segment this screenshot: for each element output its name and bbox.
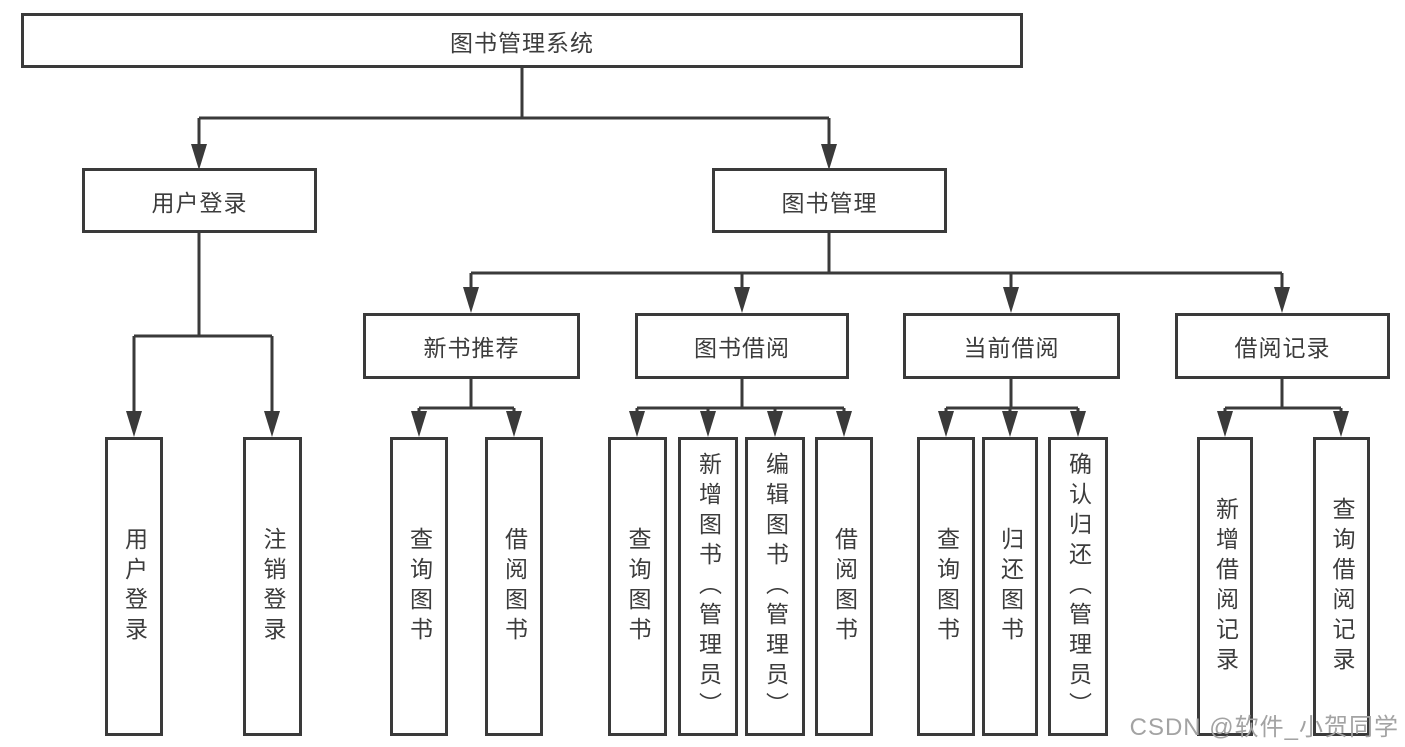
leaf-node-borrowing-query-books: 查询图书 [608, 437, 667, 736]
category-node-label: 借阅记录 [1234, 335, 1331, 361]
root-node-label: 图书管理系统 [450, 29, 594, 56]
leaf-node-logout: 注销登录 [243, 437, 302, 736]
leaf-node-user-login: 用户登录 [105, 437, 163, 736]
leaf-node-label: 借阅图书 [501, 526, 528, 647]
leaf-node-label: 新增图书（管理员） [695, 451, 722, 722]
leaf-node-borrowing-edit-books-admin: 编辑图书（管理员） [745, 437, 805, 736]
category-node-book-borrowing: 图书借阅 [635, 313, 849, 379]
leaf-node-label: 确认归还（管理员） [1065, 451, 1092, 722]
leaf-node-label: 查询图书 [406, 526, 433, 647]
leaf-node-label: 查询图书 [625, 526, 651, 647]
csdn-watermark: CSDN @软件_小贺同学 [1129, 714, 1399, 741]
leaf-node-label: 用户登录 [121, 526, 148, 647]
category-node-label: 新书推荐 [423, 335, 520, 361]
category-node-label: 当前借阅 [963, 335, 1060, 361]
leaf-node-current-return-books: 归还图书 [982, 437, 1038, 736]
leaf-node-label: 归还图书 [997, 526, 1024, 647]
leaf-node-records-query-record: 查询借阅记录 [1313, 437, 1370, 736]
branch-node-book-management: 图书管理 [712, 168, 947, 233]
leaf-node-current-query-books: 查询图书 [917, 437, 975, 736]
branch-node-label: 图书管理 [781, 189, 878, 216]
leaf-node-newbook-query-books: 查询图书 [390, 437, 448, 736]
category-node-current-borrowing: 当前借阅 [903, 313, 1120, 379]
leaf-node-borrowing-add-books-admin: 新增图书（管理员） [678, 437, 738, 736]
leaf-node-label: 查询图书 [933, 526, 960, 647]
category-node-label: 图书借阅 [694, 335, 790, 361]
category-node-borrow-records: 借阅记录 [1175, 313, 1390, 379]
leaf-node-records-add-record: 新增借阅记录 [1197, 437, 1253, 736]
leaf-node-label: 新增借阅记录 [1212, 496, 1239, 677]
category-node-new-book-recommend: 新书推荐 [363, 313, 580, 379]
leaf-node-borrowing-borrow-books: 借阅图书 [815, 437, 873, 736]
leaf-node-current-confirm-return-admin: 确认归还（管理员） [1048, 437, 1108, 736]
branch-node-label: 用户登录 [151, 189, 248, 216]
root-node-library-system: 图书管理系统 [21, 13, 1023, 68]
leaf-node-label: 注销登录 [260, 526, 286, 647]
leaf-node-label: 借阅图书 [831, 526, 858, 647]
leaf-node-label: 查询借阅记录 [1329, 496, 1355, 677]
branch-node-user-login: 用户登录 [82, 168, 317, 233]
leaf-node-label: 编辑图书（管理员） [762, 451, 789, 722]
leaf-node-newbook-borrow-books: 借阅图书 [485, 437, 543, 736]
